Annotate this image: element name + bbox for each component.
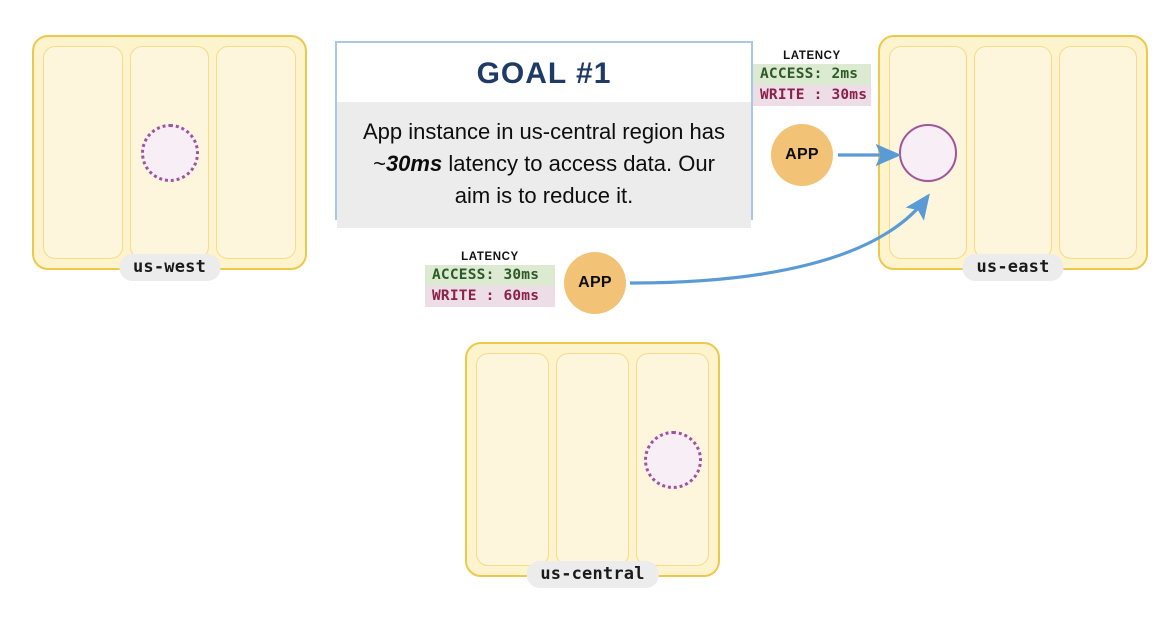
region-us-central[interactable]: us-central [465,342,720,588]
zone-us-west-1 [43,46,123,259]
goal-body-highlight: 30ms [385,150,443,176]
region-label-us-central: us-central [526,561,659,588]
app-node-us-east[interactable]: APP [771,124,833,186]
latency-write-us-east: WRITE : 30ms [753,85,871,106]
replica-circle-us-west [140,123,199,182]
region-label-us-east: us-east [962,254,1064,281]
replica-circle-us-east-leader [899,123,957,182]
region-label-us-west: us-west [118,254,221,281]
replica-circle-us-central [643,430,702,489]
goal-card-body: App instance in us-central region has ~3… [337,102,751,228]
goal-card-header: GOAL #1 [337,43,751,102]
zone-us-east-3 [1059,46,1137,259]
zone-us-west-3 [216,46,297,259]
latency-box-us-east: LATENCY ACCESS: 2ms WRITE : 30ms [753,50,871,106]
goal-body-text-after: latency to access data. Our aim is to re… [442,150,715,208]
latency-box-us-central: LATENCY ACCESS: 30ms WRITE : 60ms [425,251,555,307]
goal-title: GOAL #1 [476,57,612,90]
region-us-east[interactable]: us-east [878,35,1148,281]
app-node-us-central-label: APP [578,274,612,291]
zone-us-central-1 [476,353,549,566]
goal-body-text-before: App instance in us-central region has ~ [363,119,725,176]
latency-title-us-east: LATENCY [783,50,841,62]
latency-access-us-central: ACCESS: 30ms [425,265,555,286]
zone-us-east-1 [889,46,967,259]
zone-us-central-2 [556,353,629,566]
zone-us-central-3 [636,353,709,566]
zone-us-west-2 [129,46,210,259]
goal-card: GOAL #1 App instance in us-central regio… [335,41,753,228]
app-node-us-east-label: APP [785,146,819,163]
zone-us-east-2 [974,46,1052,259]
latency-access-us-east: ACCESS: 2ms [753,64,871,85]
latency-title-us-central: LATENCY [461,251,519,263]
region-us-west[interactable]: us-west [32,35,307,281]
app-node-us-central[interactable]: APP [564,252,626,314]
latency-write-us-central: WRITE : 60ms [425,286,555,307]
